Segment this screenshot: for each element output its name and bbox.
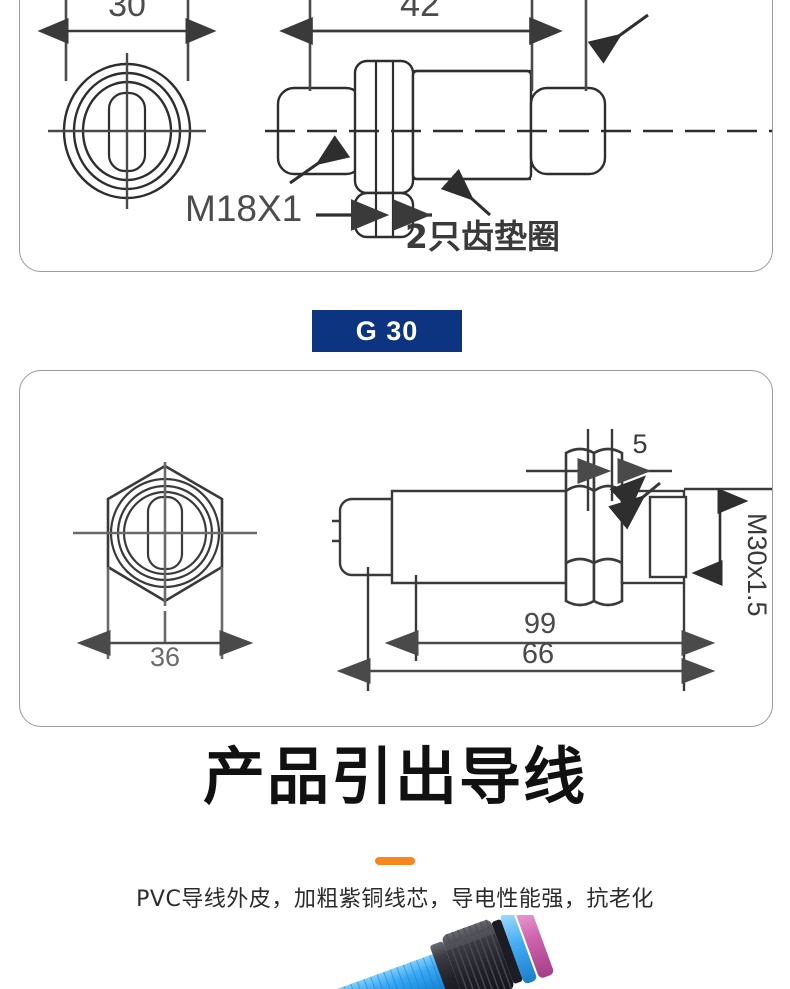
lead-wire-photo [300, 915, 600, 989]
svg-text:5: 5 [632, 429, 647, 459]
sensor-diagram-panel-m18: 30 [19, 0, 773, 272]
section-subtitle: PVC导线外皮，加粗紫铜线芯，导电性能强，抗老化 [136, 887, 654, 912]
svg-text:30: 30 [108, 0, 146, 24]
model-badge-label: G 30 [355, 315, 419, 346]
sensor-diagram-panel-m30: 36 [19, 370, 773, 727]
svg-text:66: 66 [522, 638, 554, 670]
svg-text:2只齿垫圈: 2只齿垫圈 [405, 217, 560, 256]
svg-text:M30x1.5: M30x1.5 [742, 513, 772, 617]
orange-divider [375, 857, 415, 865]
model-badge-g30: G 30 [312, 310, 462, 352]
svg-text:M18X1: M18X1 [185, 188, 302, 229]
diagram-canvas-m30: 36 [20, 371, 772, 726]
diagram-canvas-m18: 30 [20, 0, 772, 271]
svg-text:36: 36 [150, 642, 180, 672]
svg-text:42: 42 [400, 0, 440, 24]
section-heading: 产品引出导线 [202, 740, 587, 813]
svg-text:99: 99 [524, 608, 556, 640]
